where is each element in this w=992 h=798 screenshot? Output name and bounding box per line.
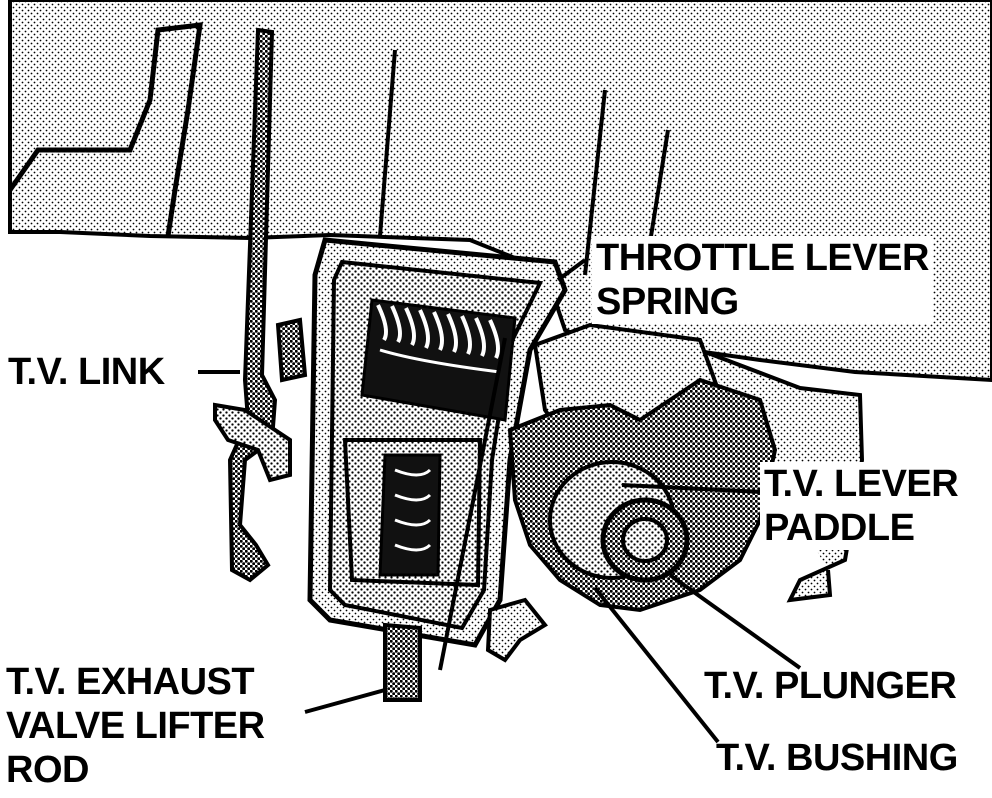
label-throttle-lever-spring: THROTTLE LEVER SPRING bbox=[592, 236, 933, 324]
leader-line bbox=[556, 258, 587, 282]
leader-line bbox=[668, 573, 802, 670]
label-tv-link: T.V. LINK bbox=[4, 350, 169, 394]
label-line: THROTTLE LEVER bbox=[596, 237, 929, 279]
leader-line bbox=[304, 688, 386, 714]
label-tv-lever-paddle: T.V. LEVER PADDLE bbox=[760, 462, 963, 550]
leader-line bbox=[621, 483, 763, 494]
label-line: PADDLE bbox=[764, 507, 915, 549]
throttle-lever-spring-icon bbox=[360, 298, 517, 422]
label-line: T.V. LINK bbox=[8, 351, 165, 393]
label-line: T.V. BUSHING bbox=[716, 737, 958, 779]
bracket bbox=[275, 317, 308, 383]
clip bbox=[485, 597, 548, 663]
label-line: SPRING bbox=[596, 281, 739, 323]
leader-line bbox=[593, 586, 720, 744]
label-tv-bushing: T.V. BUSHING bbox=[716, 736, 958, 780]
label-line: VALVE LIFTER bbox=[6, 705, 265, 747]
label-line: T.V. PLUNGER bbox=[704, 665, 957, 707]
label-line: T.V. EXHAUST bbox=[6, 661, 255, 703]
label-line: T.V. LEVER bbox=[764, 463, 959, 505]
label-tv-exhaust-valve-lifter-rod: T.V. EXHAUST VALVE LIFTER ROD bbox=[6, 660, 265, 792]
casting-line bbox=[378, 49, 397, 237]
exhaust-lifter-rod bbox=[383, 622, 422, 702]
tv-plunger-core bbox=[621, 517, 669, 563]
label-line: ROD bbox=[6, 749, 89, 791]
casting-line bbox=[646, 129, 670, 256]
casting-line bbox=[583, 89, 607, 276]
tv-link-bracket bbox=[213, 402, 292, 483]
label-tv-plunger: T.V. PLUNGER bbox=[704, 664, 957, 708]
housing-notch bbox=[7, 22, 203, 237]
thin-wire bbox=[438, 337, 507, 671]
